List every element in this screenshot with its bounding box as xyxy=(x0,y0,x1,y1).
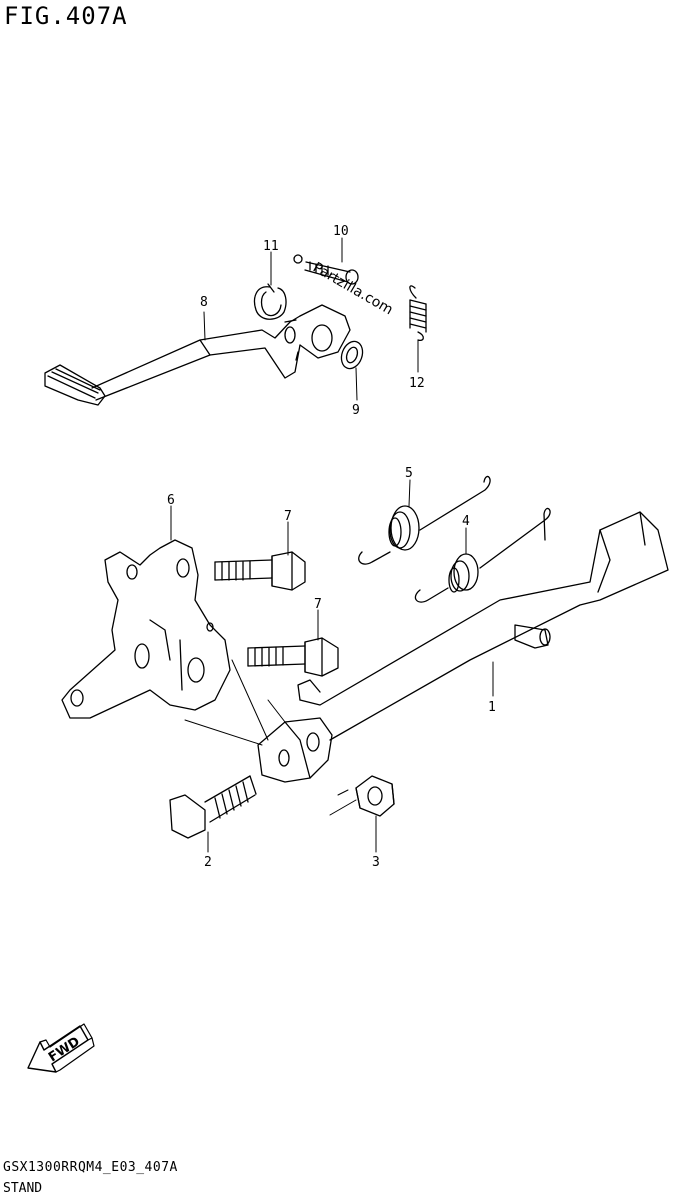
footer-figure-code: GSX1300RRQM4_E03_407A xyxy=(3,1160,178,1175)
callout-9: 9 xyxy=(352,403,360,418)
clevis-pin-part-10 xyxy=(293,254,359,285)
snap-ring-part-11 xyxy=(253,283,287,320)
callout-5: 5 xyxy=(405,466,413,481)
figure-title: FIG.407A xyxy=(4,2,128,30)
washer-part-9 xyxy=(340,340,364,370)
callout-3: 3 xyxy=(372,855,380,870)
callout-2: 2 xyxy=(204,855,212,870)
callout-12: 12 xyxy=(409,376,425,391)
callout-7b: 7 xyxy=(314,597,322,612)
brake-pedal-part-8 xyxy=(44,304,351,406)
callout-4: 4 xyxy=(462,514,470,529)
spring-part-4 xyxy=(414,507,551,603)
callout-10: 10 xyxy=(333,224,349,239)
fwd-arrow: FWD xyxy=(27,1023,95,1073)
callout-11: 11 xyxy=(263,239,279,254)
assembly-guide-lines xyxy=(184,659,357,816)
callout-7a: 7 xyxy=(284,509,292,524)
callout-6: 6 xyxy=(167,493,175,508)
bolt-part-7a xyxy=(214,551,306,591)
pivot-bolt-part-2 xyxy=(169,775,257,839)
side-stand-part-1 xyxy=(257,511,669,783)
leader-lines xyxy=(170,237,494,853)
bracket-part-6 xyxy=(61,539,231,719)
spring-part-12 xyxy=(409,285,427,342)
callout-1: 1 xyxy=(488,700,496,715)
bolt-part-7b xyxy=(247,637,339,677)
watermark: Partzilla.com xyxy=(310,260,396,319)
callout-8: 8 xyxy=(200,295,208,310)
spring-part-5 xyxy=(358,475,491,565)
footer-section-name: STAND xyxy=(3,1181,43,1196)
nut-part-3 xyxy=(355,775,395,817)
